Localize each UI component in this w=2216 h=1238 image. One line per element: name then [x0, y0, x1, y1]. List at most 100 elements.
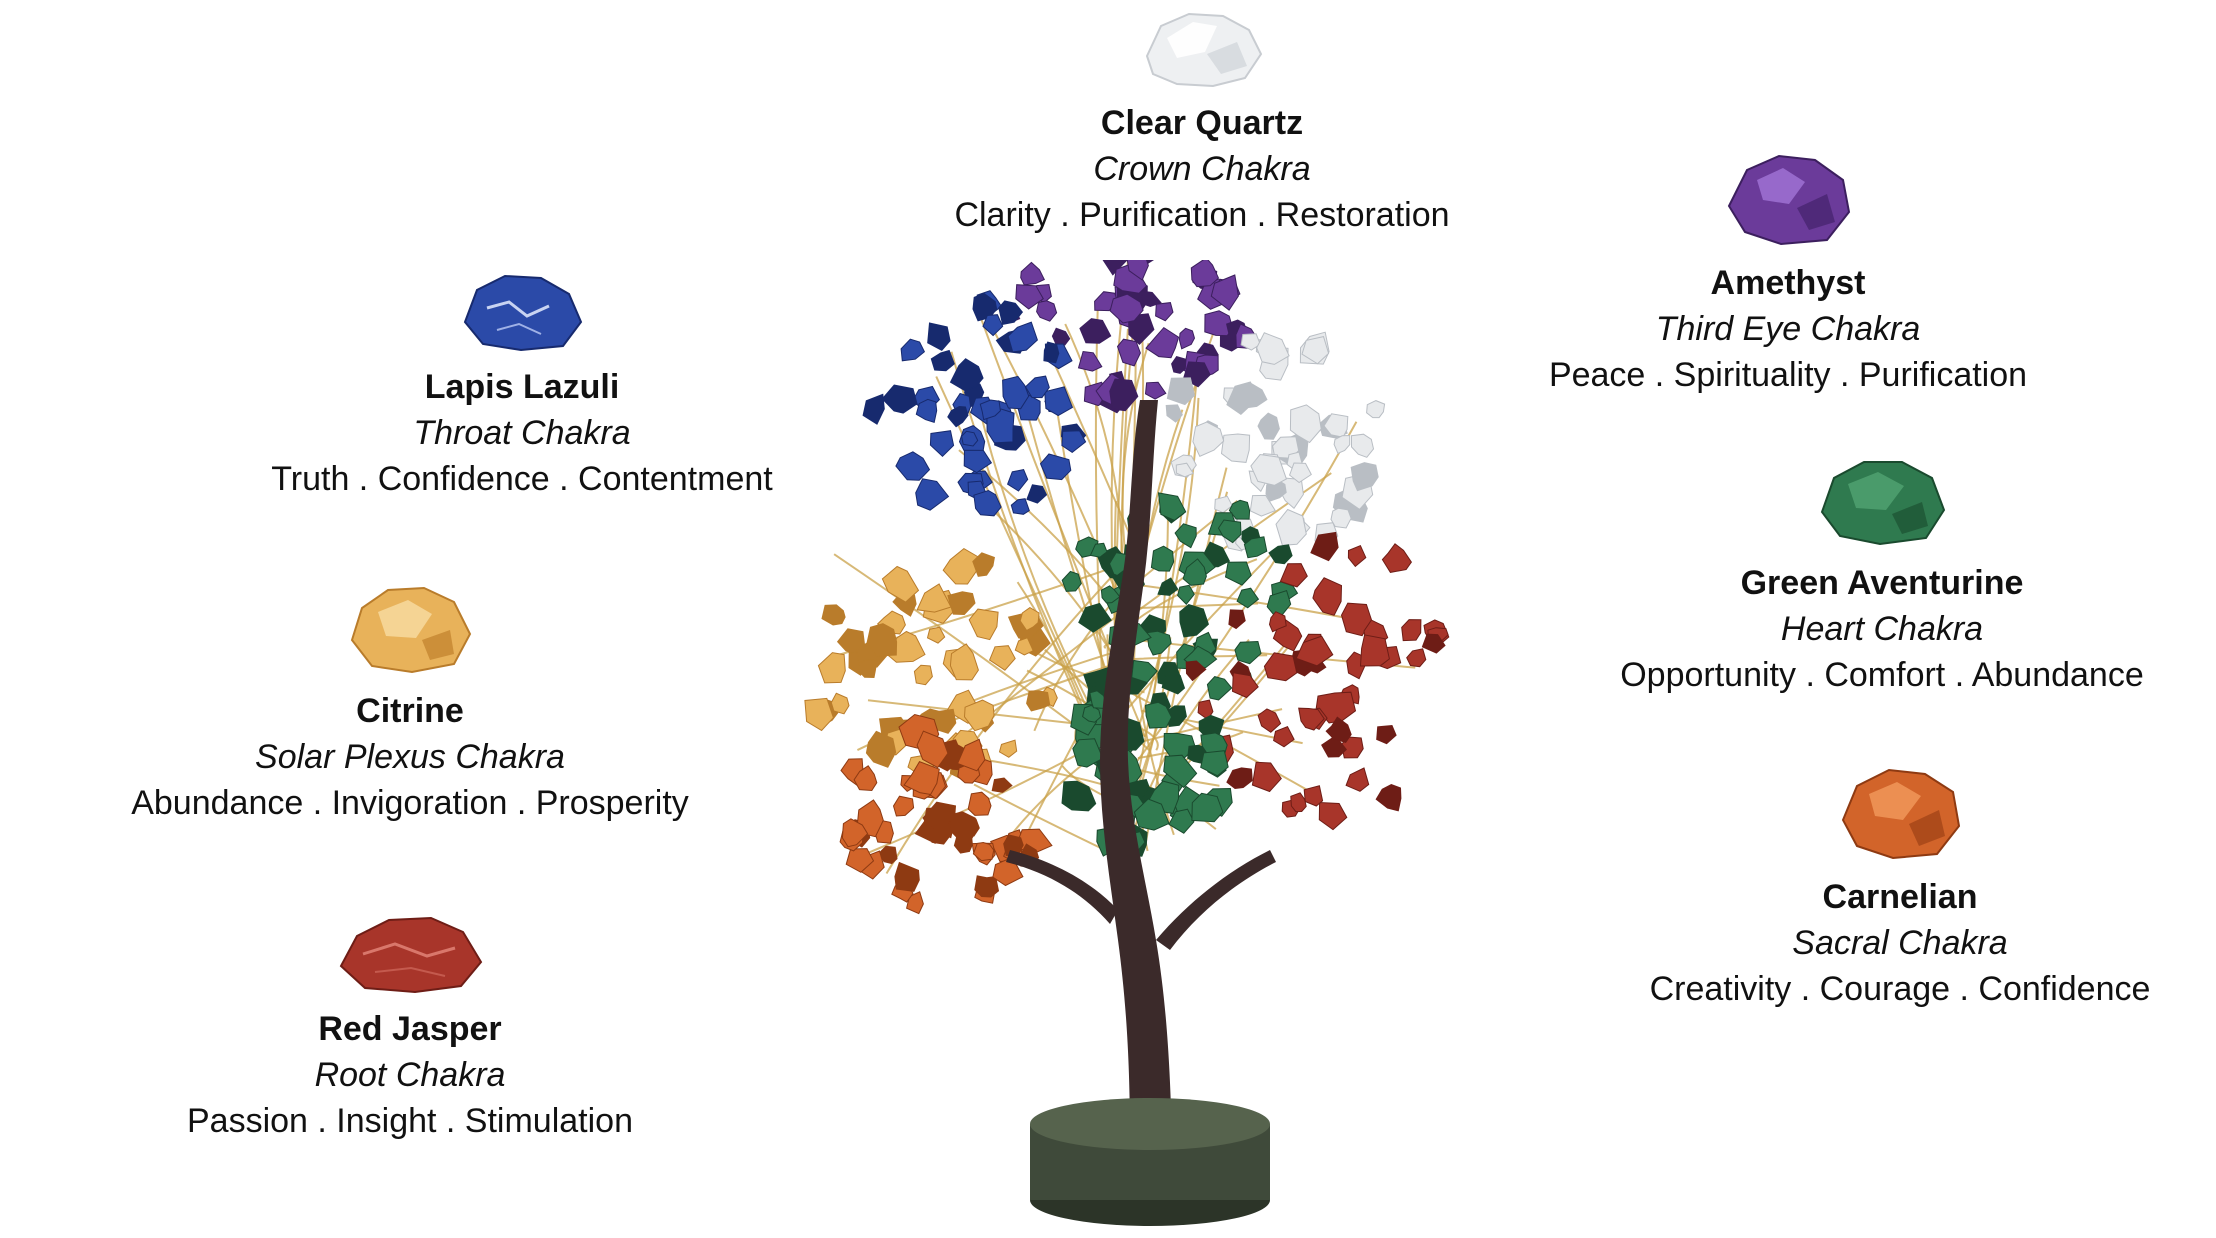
stone-name: Red Jasper — [318, 1010, 502, 1048]
gem-chip — [979, 399, 1001, 421]
gem-chip — [956, 738, 986, 772]
gem-chip — [961, 430, 979, 447]
gem-chip — [1144, 701, 1173, 729]
gem-chip — [1220, 433, 1251, 463]
gem-chip — [857, 659, 878, 679]
stone-chakra: Third Eye Chakra — [1655, 310, 1921, 348]
gem-chip — [1014, 637, 1034, 656]
gem-chip — [1224, 561, 1252, 586]
gem-chip — [991, 777, 1013, 793]
stone-name: Green Aventurine — [1740, 564, 2024, 602]
gem-chip — [1140, 290, 1162, 308]
carnelian-stone-icon — [1841, 768, 1961, 860]
gem-chip — [929, 430, 955, 457]
stone-citrine: Citrine Solar Plexus Chakra Abundance . … — [60, 580, 760, 826]
gem-chip — [1127, 313, 1155, 345]
gem-chip — [1171, 356, 1187, 374]
gem-chip — [1289, 404, 1322, 444]
gem-chip — [1217, 519, 1242, 544]
gem-chip — [972, 841, 995, 862]
clear-quartz-stone-icon — [1145, 12, 1263, 88]
gem-chip — [1257, 412, 1280, 440]
gem-chip — [930, 349, 955, 372]
stone-carnelian: Carnelian Sacral Chakra Creativity . Cou… — [1550, 764, 2216, 1012]
gem-chip — [1401, 619, 1422, 642]
gem-chip — [1421, 633, 1446, 654]
gem-chip — [1044, 386, 1074, 417]
gem-chip — [1200, 750, 1229, 777]
stone-green-aventurine: Green Aventurine Heart Chakra Opportunit… — [1532, 454, 2216, 698]
gem-chip — [1072, 738, 1104, 768]
stone-name: Carnelian — [1822, 878, 1978, 916]
gem-chip — [1182, 558, 1207, 586]
stone-properties: Creativity . Courage . Confidence — [1649, 970, 2151, 1008]
gem-chip — [865, 730, 897, 768]
gem-chip — [1347, 544, 1367, 568]
gem-chip — [804, 697, 834, 732]
gem-chip — [1345, 767, 1370, 792]
gem-chip — [1250, 453, 1288, 486]
gem-chip — [1249, 494, 1277, 517]
gem-chip — [1236, 587, 1260, 609]
gem-chip — [1157, 577, 1179, 596]
gem-chip — [913, 664, 933, 686]
gem-chip — [1177, 584, 1195, 605]
green-aventurine-stone-icon — [1820, 461, 1946, 546]
gem-chip — [1290, 792, 1307, 813]
gem-chip — [1006, 469, 1029, 492]
gem-chip — [1002, 375, 1030, 410]
gem-chip — [1015, 284, 1044, 310]
gem-chip — [1185, 660, 1207, 682]
gem-chip — [1214, 495, 1233, 514]
tree-wire — [1064, 323, 1124, 567]
stone-amethyst: Amethyst Third Eye Chakra Peace . Spirit… — [1438, 150, 2138, 398]
gem-chip — [1010, 498, 1030, 515]
gem-chip — [1179, 604, 1209, 638]
lapis-lazuli-stone-icon — [463, 274, 583, 352]
gem-chip — [1310, 531, 1339, 562]
gem-chip — [900, 338, 926, 362]
stone-red-jasper: Red Jasper Root Chakra Passion . Insight… — [60, 910, 760, 1144]
gem-chip — [1279, 563, 1308, 588]
gem-chip — [931, 708, 957, 734]
gem-chip — [845, 848, 875, 873]
gem-chip — [949, 358, 984, 392]
gem-chip — [998, 300, 1024, 325]
gem-chip — [1150, 545, 1175, 572]
gem-chip — [1192, 421, 1225, 457]
gem-chip — [881, 565, 920, 603]
gem-chip — [1077, 350, 1103, 372]
gem-chip — [1007, 321, 1038, 353]
gem-chip — [1061, 430, 1087, 454]
gem-chip — [950, 811, 980, 840]
gem-chip — [1406, 648, 1427, 668]
gem-chip — [1206, 676, 1233, 701]
red-jasper-stone-icon — [339, 916, 483, 994]
gem-chip — [1131, 659, 1158, 684]
gem-chip — [1303, 785, 1324, 807]
gem-chip — [1024, 375, 1050, 399]
gem-chip — [1240, 333, 1261, 351]
gem-chip — [1268, 611, 1287, 633]
gem-chip — [1039, 453, 1072, 481]
stone-chakra: Solar Plexus Chakra — [255, 738, 565, 776]
gem-chip — [1166, 377, 1195, 406]
gem-chip — [967, 791, 992, 816]
gem-chip — [1204, 310, 1234, 337]
tree-wire — [947, 606, 1130, 749]
gem-chip — [973, 489, 1002, 517]
stone-name: Citrine — [356, 692, 464, 730]
gem-chip — [982, 314, 1004, 337]
gem-chip — [923, 807, 951, 831]
stone-chakra: Crown Chakra — [1093, 150, 1311, 188]
gem-chip — [1089, 542, 1108, 558]
stone-properties: Passion . Insight . Stimulation — [186, 1102, 633, 1140]
gem-chip — [942, 547, 979, 585]
gem-chip — [1146, 630, 1172, 656]
gem-chip — [1161, 674, 1186, 695]
gem-chip — [1109, 378, 1139, 412]
amethyst-stone-icon — [1727, 154, 1851, 246]
gem-chip — [1020, 261, 1045, 286]
gem-chip — [1268, 544, 1293, 565]
